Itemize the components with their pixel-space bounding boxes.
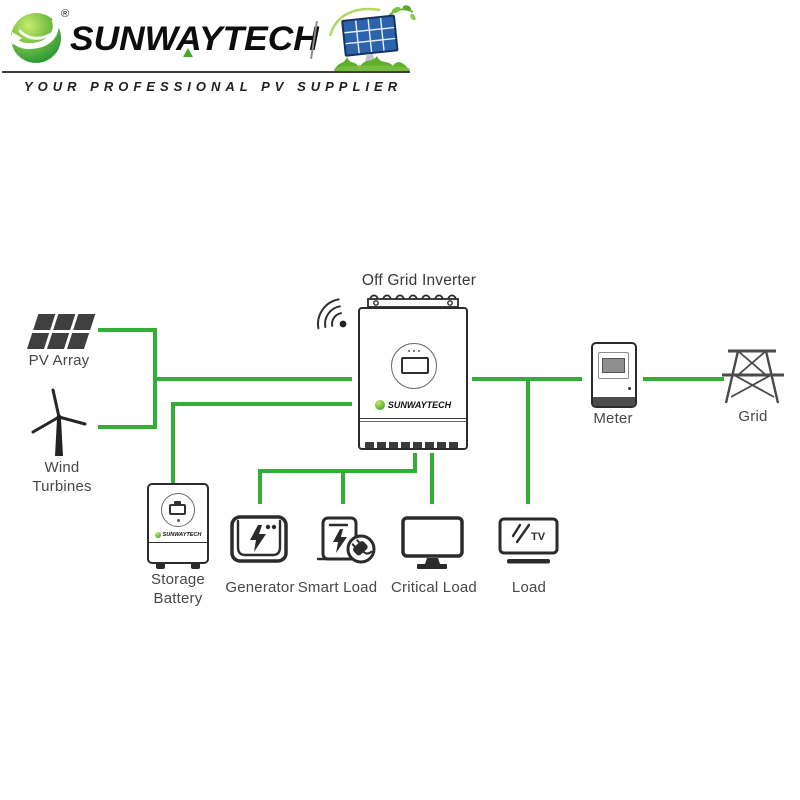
header-rule: [2, 71, 410, 73]
wire-smartload-drop: [341, 469, 345, 504]
wind-turbines-label: Wind Turbines: [32, 459, 92, 495]
wire-battery-horizontal: [171, 402, 352, 406]
pv-array-label: PV Array: [28, 352, 90, 369]
inverter-screen: [401, 357, 429, 374]
inverter-led: [418, 350, 420, 352]
battery-brand-globe-icon: [154, 532, 161, 538]
inverter-led: [408, 350, 410, 352]
wire-pv-out: [98, 328, 157, 332]
meter-icon: [591, 342, 637, 408]
battery-foot: [156, 562, 165, 569]
inverter-panel-seam: [360, 418, 466, 422]
inverter-brand: SUNWAYTECH: [360, 400, 466, 410]
generator-icon: [230, 515, 288, 563]
meter-screen: [598, 352, 629, 379]
brand-wordmark: SUNWAYTECH: [70, 20, 319, 58]
grid-label: Grid: [738, 408, 768, 425]
battery-brand: SUNWAYTECH: [149, 532, 207, 538]
inverter-brand-text: SUNWAYTECH: [387, 400, 452, 410]
wire-bus-to-inverter: [153, 377, 352, 381]
battery-brand-text: SUNWAYTECH: [162, 532, 202, 538]
battery-foot: [191, 562, 200, 569]
inverter-vents: [365, 442, 461, 448]
meter-screen-display: [602, 358, 625, 373]
solar-panel-illustration: [328, 5, 416, 72]
wire-battery-drop: [171, 402, 175, 483]
wire-generator-drop: [258, 469, 262, 504]
load-tv-text: TV: [531, 531, 546, 543]
load-tv-icon: [498, 517, 559, 564]
brand-triangle-accent: [183, 48, 193, 57]
wire-criticalload-drop: [430, 453, 434, 504]
smart-load-label: Smart Load: [297, 579, 378, 596]
meter-label: Meter: [593, 410, 633, 427]
grid-tower-icon: [722, 349, 784, 404]
inverter-mount-bracket: [367, 294, 459, 308]
battery-symbol-icon: [169, 501, 186, 515]
brand-globe-icon: [10, 13, 61, 63]
inverter-title: Off Grid Inverter: [361, 272, 477, 289]
inverter-led: [413, 350, 415, 352]
inverter-display-ring: [391, 343, 437, 389]
battery-panel-seam: [149, 542, 207, 543]
storage-battery-label: Storage Battery: [151, 571, 205, 607]
wire-bottom-bus: [258, 469, 417, 473]
meter-led: [628, 387, 631, 390]
battery-display-ring: [161, 493, 195, 527]
wire-meter-to-grid: [643, 377, 724, 381]
storage-battery-icon: SUNWAYTECH: [147, 483, 209, 569]
inverter-device: SUNWAYTECH: [358, 307, 468, 450]
wire-load-drop: [526, 377, 530, 504]
meter-terminal-cover: [593, 397, 635, 406]
battery-led: [177, 519, 180, 522]
smart-load-icon: [316, 516, 376, 564]
header: ® SUNWAYTECH YOUR PROFESSIONAL PV SUPPLI…: [0, 0, 420, 105]
inverter-brand-globe-icon: [374, 400, 385, 410]
wire-inverter-bottom-stub: [413, 453, 417, 473]
wire-wind-out: [98, 425, 157, 429]
wind-turbine-icon: [31, 388, 87, 456]
brand-tagline: YOUR PROFESSIONAL PV SUPPLIER: [24, 79, 403, 94]
wifi-icon: [317, 298, 347, 330]
load-label: Load: [511, 579, 547, 596]
pv-array-icon: [26, 314, 96, 349]
registered-mark: ®: [61, 8, 70, 20]
critical-load-label: Critical Load: [391, 579, 477, 596]
generator-label: Generator: [225, 579, 295, 596]
critical-load-icon: [401, 516, 464, 569]
